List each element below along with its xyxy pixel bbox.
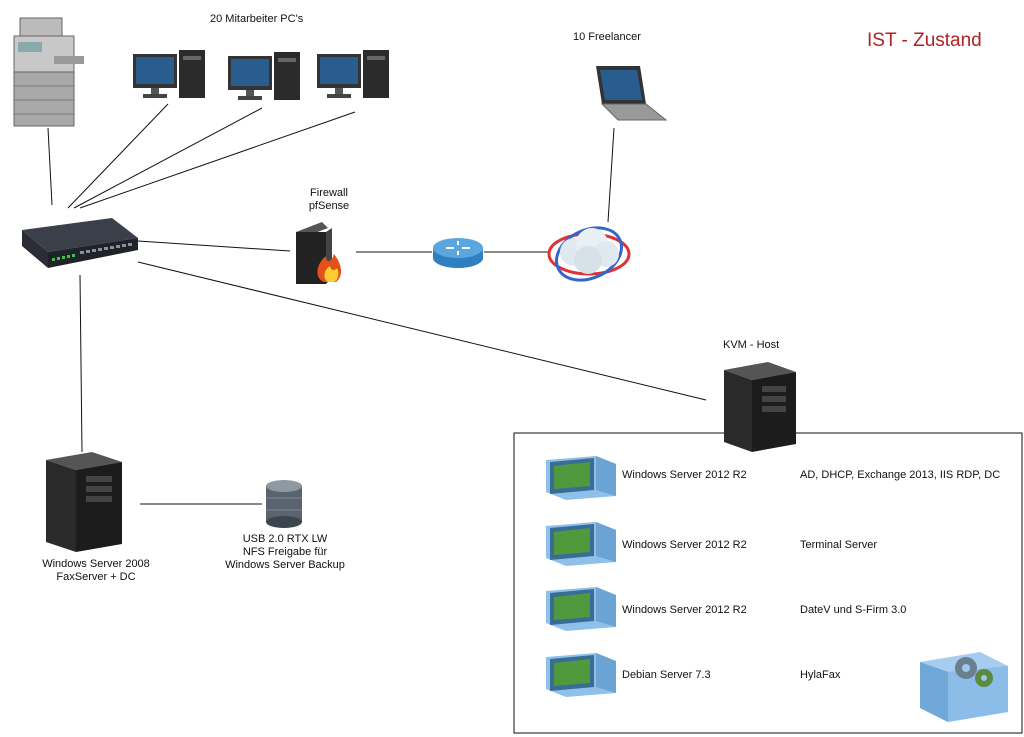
- laptop-icon: [596, 66, 668, 121]
- network-switch-icon: [22, 218, 138, 268]
- kvm-host-label: KVM - Host: [723, 339, 780, 351]
- pcs-label: 20 Mitarbeiter PC's: [210, 13, 304, 25]
- virtual-machine-icon: [546, 456, 616, 500]
- vm-name: Windows Server 2012 R2: [622, 539, 747, 551]
- link-cloud-laptop: [607, 127, 615, 223]
- diagram-title: IST - Zustand: [867, 30, 982, 51]
- desktop-pc-icon: [317, 50, 389, 98]
- usb-label-line2: NFS Freigabe für: [242, 546, 328, 558]
- link-switch-kvm: [137, 261, 707, 401]
- firewall-label-line1: Firewall: [310, 187, 348, 199]
- vm-name: Windows Server 2012 R2: [622, 469, 747, 481]
- router-icon: [433, 238, 483, 268]
- vm-name: Debian Server 7.3: [622, 669, 711, 681]
- vm-role: HylaFax: [800, 669, 841, 681]
- firewall-icon: [296, 222, 342, 284]
- backup-disk-icon: [266, 480, 302, 528]
- desktop-pc-icon: [228, 52, 300, 100]
- server2008-label-line2: FaxServer + DC: [56, 571, 136, 583]
- internet-cloud-icon: [547, 226, 631, 282]
- link-printer-switch: [47, 127, 53, 206]
- firewall-label-line2: pfSense: [308, 200, 350, 212]
- server2008-label-line1: Windows Server 2008: [42, 558, 150, 570]
- link-pc3-switch: [79, 111, 356, 209]
- link-switch-firewall: [137, 240, 291, 252]
- freelancer-label: 10 Freelancer: [573, 31, 641, 43]
- desktop-pc-icon: [133, 50, 205, 98]
- link-pc2-switch: [73, 107, 263, 209]
- virtualization-gears-icon: [920, 652, 1008, 722]
- link-switch-server2008: [79, 274, 83, 453]
- printer-icon: [13, 17, 84, 127]
- windows-server-2008-icon: [46, 452, 122, 552]
- vm-role: Terminal Server: [800, 539, 878, 551]
- vm-role: DateV und S-Firm 3.0: [800, 604, 907, 616]
- vm-role: AD, DHCP, Exchange 2013, IIS RDP, DC: [800, 469, 1001, 481]
- vm-name: Windows Server 2012 R2: [622, 604, 747, 616]
- usb-label-line1: USB 2.0 RTX LW: [242, 533, 328, 545]
- virtual-machine-icon: [546, 587, 616, 631]
- virtual-machine-icon: [546, 522, 616, 566]
- usb-label-line3: Windows Server Backup: [225, 559, 345, 571]
- kvm-host-server-icon: [724, 362, 796, 452]
- virtual-machine-icon: [546, 653, 616, 697]
- link-pc1-switch: [67, 103, 169, 209]
